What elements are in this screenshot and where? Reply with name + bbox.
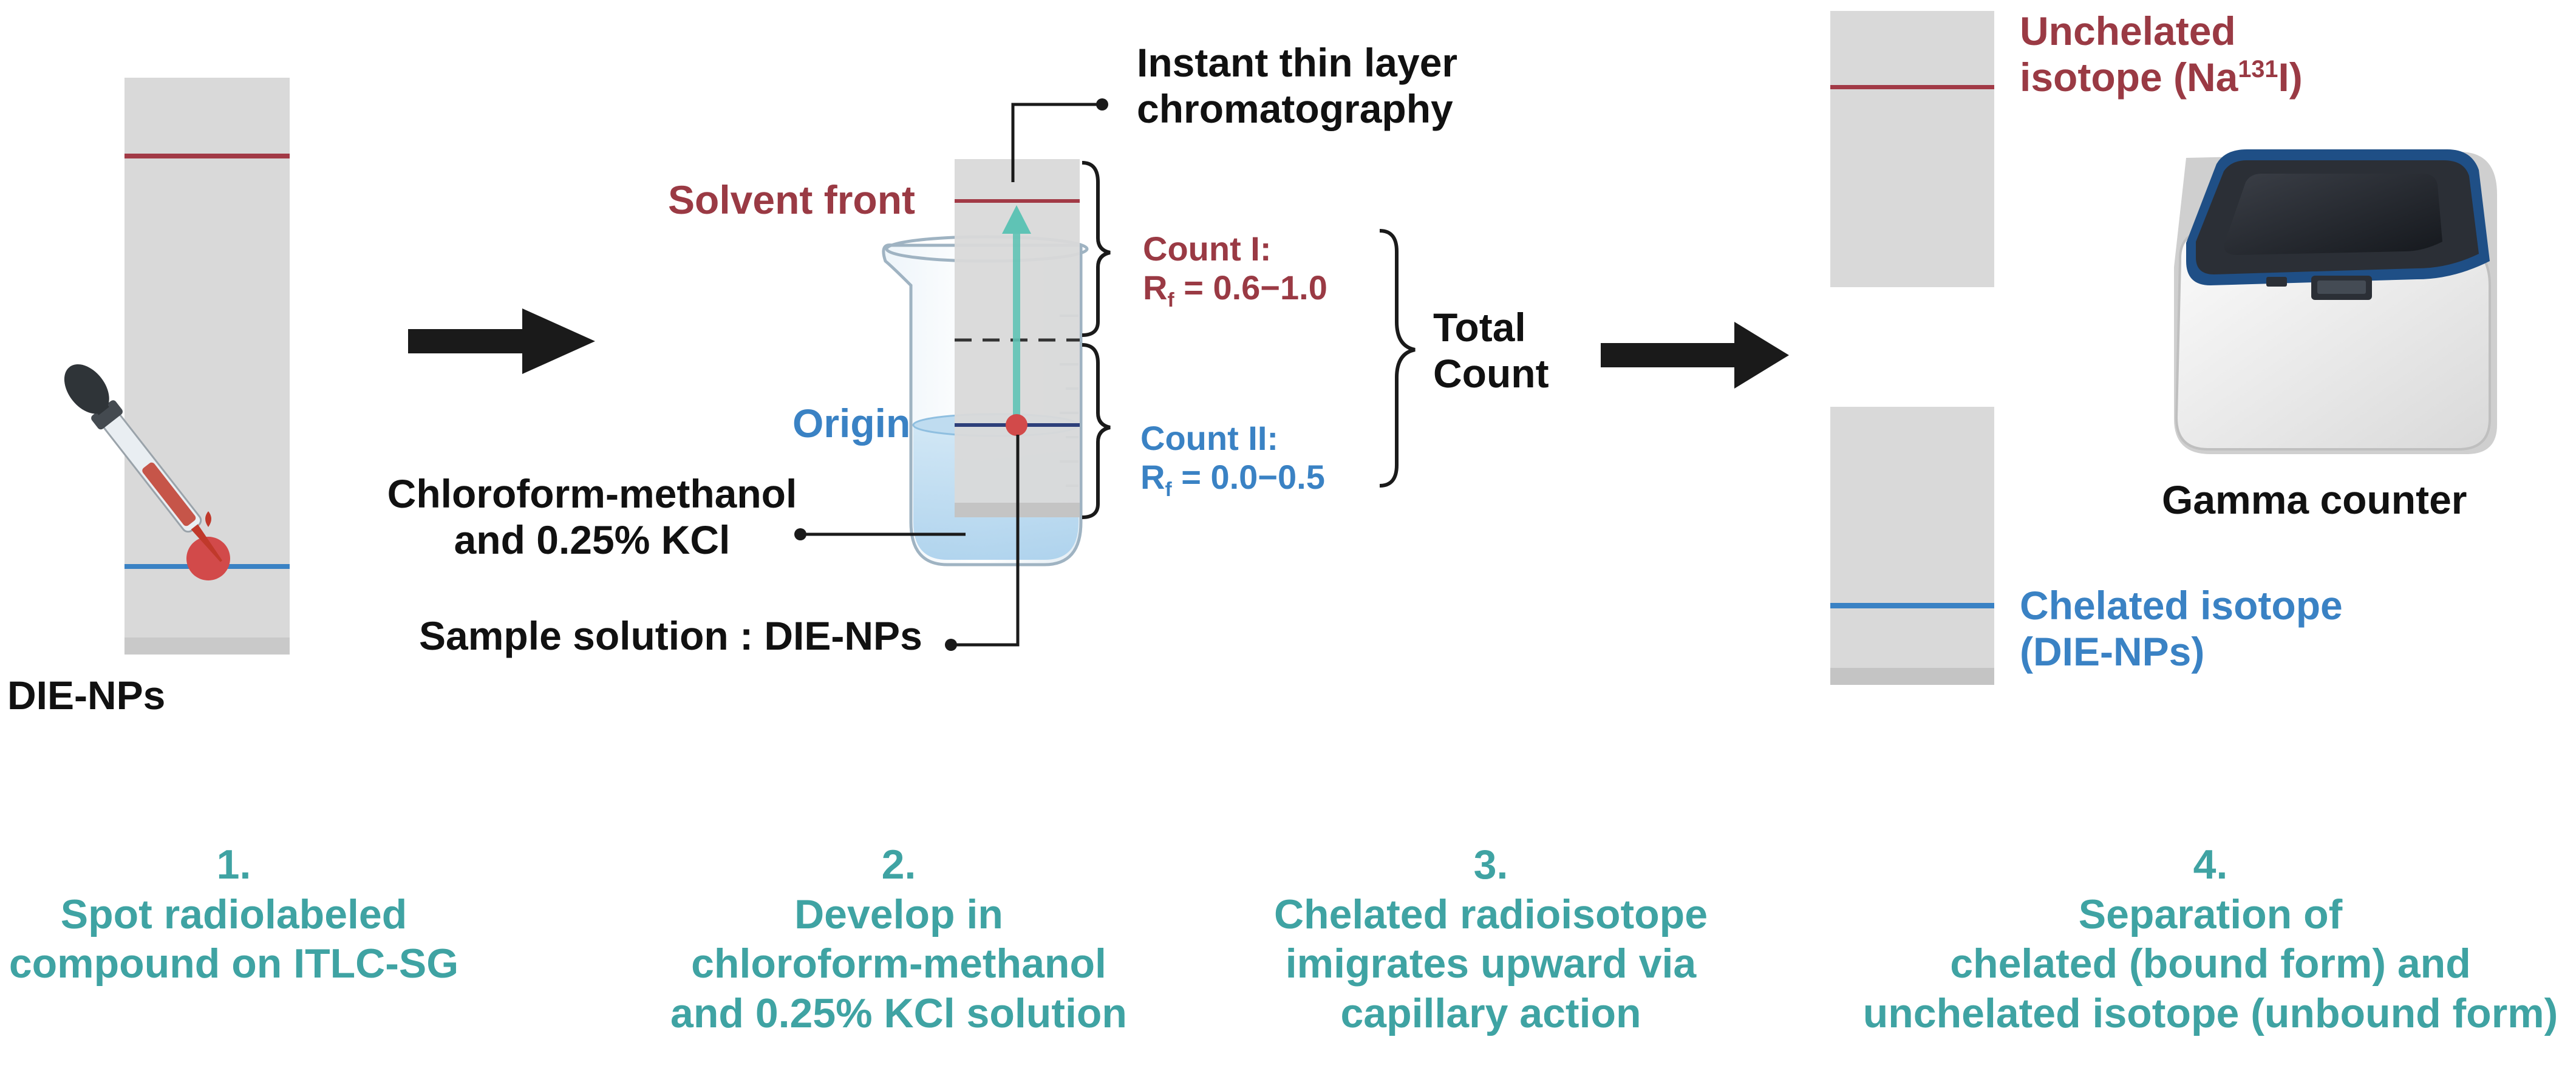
strip-solvent-front	[955, 199, 1080, 203]
count2-title: Count II:	[1140, 419, 1279, 457]
solvent-label-line2: and 0.25% KCl	[454, 517, 731, 562]
step-line: capillary action	[1340, 990, 1641, 1036]
total-line1: Total	[1433, 305, 1526, 350]
count2-rf: Rf = 0.0−0.5	[1140, 458, 1325, 502]
sample-label: Sample solution : DIE-NPs	[419, 613, 922, 658]
count2-r: R	[1140, 458, 1165, 497]
count1-rf: Rf = 0.6−1.0	[1143, 268, 1327, 313]
count2-value: = 0.0−0.5	[1171, 458, 1325, 497]
brace-icon	[1379, 229, 1416, 488]
step-line: unchelated isotope (unbound form)	[1862, 990, 2558, 1036]
itlc-strip	[955, 159, 1080, 517]
unchelated-label: Unchelated isotope (Na131I)	[2020, 9, 2303, 101]
unchelated-prefix: isotope (Na	[2020, 54, 2238, 100]
step-number: 4.	[2193, 842, 2228, 888]
chelated-line2: (DIE-NPs)	[2020, 628, 2205, 674]
unchelated-sup: 131	[2238, 55, 2278, 83]
count1-title: Count I:	[1143, 230, 1272, 268]
dropper-icon	[64, 364, 230, 580]
solvent-front-label: Solvent front	[668, 177, 915, 222]
arrow-right-icon	[408, 308, 595, 374]
chelated-strip	[1830, 407, 1994, 685]
count1-r: R	[1143, 268, 1168, 307]
chelated-line1: Chelated isotope	[2020, 583, 2343, 628]
unchelated-suffix: I)	[2278, 54, 2303, 100]
leader-dot	[945, 639, 957, 651]
step-line: chloroform-methanol	[691, 940, 1106, 987]
chelated-label: Chelated isotope (DIE-NPs)	[2020, 583, 2343, 675]
count1-value: = 0.6−1.0	[1174, 268, 1327, 307]
step-1: 1. Spot radiolabeled compound on ITLC-SG	[0, 840, 468, 989]
solvent-label: Chloroform-methanol and 0.25% KCl	[373, 471, 811, 563]
step-line: Spot radiolabeled	[60, 891, 407, 937]
itlc-label-line2: chromatography	[1137, 86, 1453, 131]
itlc-label-line1: Instant thin layer	[1137, 40, 1458, 85]
step-line: compound on ITLC-SG	[9, 940, 459, 987]
step-line: chelated (bound form) and	[1950, 940, 2471, 987]
leader-dot	[1096, 98, 1108, 111]
count1-label: Count I: Rf = 0.6−1.0	[1143, 230, 1327, 313]
step-3: 3. Chelated radioisotope imigrates upwar…	[1227, 840, 1755, 1038]
total-count-label: Total Count	[1433, 305, 1549, 397]
step-line: Chelated radioisotope	[1273, 891, 1708, 937]
origin-label: Origin	[792, 401, 911, 446]
count2-label: Count II: Rf = 0.0−0.5	[1140, 419, 1325, 502]
step-4: 4. Separation of chelated (bound form) a…	[1846, 840, 2575, 1038]
gamma-counter-icon	[2174, 149, 2497, 454]
unchelated-line2: isotope (Na131I)	[2020, 55, 2303, 101]
solvent-front-line	[124, 154, 290, 158]
total-line2: Count	[1433, 350, 1549, 396]
leader-lines	[800, 103, 1100, 647]
step-number: 1.	[216, 842, 251, 888]
step-line: Develop in	[794, 891, 1003, 937]
step-line: Separation of	[2078, 891, 2343, 937]
step-line: and 0.25% KCl solution	[670, 990, 1127, 1036]
unchelated-strip	[1830, 11, 1994, 287]
brace-icon	[1082, 161, 1111, 519]
count1-sub: f	[1167, 289, 1174, 312]
count2-sub: f	[1165, 478, 1172, 502]
itlc-label: Instant thin layer chromatography	[1137, 40, 1457, 132]
step-2: 2. Develop in chloroform-methanol and 0.…	[638, 840, 1160, 1038]
unchelated-line1: Unchelated	[2020, 9, 2236, 53]
solvent-label-line1: Chloroform-methanol	[387, 471, 797, 516]
arrow-right-icon	[1601, 322, 1789, 389]
step-line: imigrates upward via	[1285, 940, 1697, 987]
step-number: 2.	[881, 842, 916, 888]
leader-dot	[794, 528, 806, 540]
strip-label: DIE-NPs	[7, 673, 166, 718]
gamma-counter-label: Gamma counter	[2162, 477, 2467, 522]
step-number: 3.	[1473, 842, 1508, 888]
